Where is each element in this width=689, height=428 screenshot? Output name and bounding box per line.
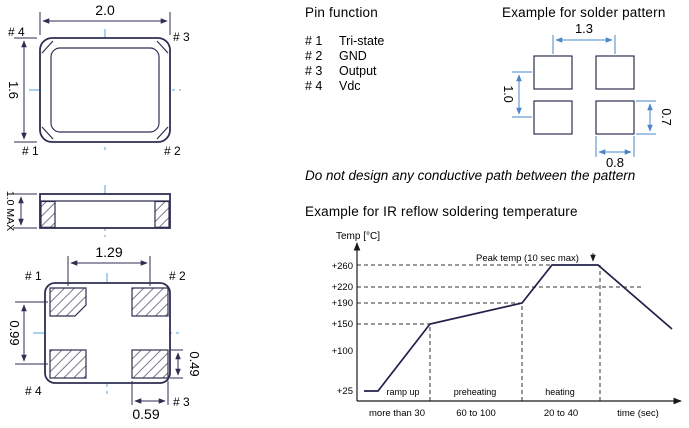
pin-name: GND [339, 49, 367, 63]
land-pad-br [595, 100, 635, 135]
zone-preheating: preheating [454, 387, 497, 397]
dim-width: 2.0 [39, 2, 171, 35]
dim-pad-pitch-y: 0.99 [7, 301, 48, 365]
pad-2 [131, 287, 169, 317]
lid-outline [50, 47, 160, 133]
y-tick-190: +190 [332, 298, 353, 309]
pin-row-3: # 3 Output [305, 64, 384, 79]
pin-name: Tri-state [339, 34, 385, 48]
y-tick-labels: +260 +220 +190 +150 +100 +25 [332, 261, 353, 397]
pin-label-1: # 1 [22, 144, 39, 158]
dim-label-thickness: 1.0 MAX [4, 191, 16, 231]
side-package-outline [39, 193, 171, 229]
pad-label-3: # 3 [173, 395, 190, 409]
x-label-preheat: 60 to 100 [456, 408, 496, 419]
pin-function-title: Pin function [305, 5, 378, 20]
pin-row-2: # 2 GND [305, 49, 384, 64]
zone-ramp-up: ramp up [386, 387, 419, 397]
pad-label-1: # 1 [25, 269, 42, 283]
dim-label-land-pitch-x: 1.3 [575, 21, 593, 36]
top-view-drawing: 2.0 1.6 # 4 # 3 # 1 # 2 [6, 2, 190, 158]
conductive-path-note: Do not design any conductive path betwee… [305, 168, 636, 183]
dim-label-pad-height: 0.49 [187, 351, 202, 376]
temperature-profile-line [364, 264, 673, 392]
pin-row-4: # 4 Vdc [305, 79, 384, 94]
pad-1 [49, 287, 87, 317]
x-axis-labels: more than 30 60 to 100 20 to 40 time (se… [369, 408, 659, 419]
pad-3 [131, 349, 169, 379]
dim-label-pitch-y: 0.99 [7, 320, 22, 345]
dim-label-width: 2.0 [95, 2, 115, 18]
pad-label-2: # 2 [169, 269, 186, 283]
pin-number: # 2 [305, 49, 323, 63]
side-view-drawing: 1.0 MAX [4, 185, 171, 237]
y-tick-220: +220 [332, 282, 353, 293]
dim-label-height: 1.6 [6, 81, 21, 99]
side-terminal-right [154, 200, 170, 228]
zone-heating: heating [545, 387, 575, 397]
solder-pattern-title: Example for solder pattern [502, 5, 666, 20]
pin-function-section: Pin function # 1 Tri-state # 2 GND # 3 O… [305, 5, 384, 94]
dim-land-pitch-y: 1.0 [501, 71, 532, 118]
package-outline [39, 37, 171, 143]
pin-number: # 3 [305, 64, 323, 78]
reflow-title: Example for IR reflow soldering temperat… [305, 204, 578, 219]
pin-label-3: # 3 [173, 30, 190, 44]
y-tick-260: +260 [332, 261, 353, 272]
pin-row-1: # 1 Tri-state [305, 34, 384, 49]
dim-pad-height: 0.49 [170, 349, 202, 379]
land-pad-tr [595, 55, 635, 90]
y-tick-150: +150 [332, 319, 353, 330]
solder-pattern-drawing: 1.3 1.0 0.7 0.8 [501, 21, 673, 170]
land-pad-tl [533, 55, 573, 90]
reflow-chart: Temp [°C] +260 +220 +190 +150 +100 +25 P… [332, 231, 682, 419]
pin-label-2: # 2 [164, 144, 181, 158]
y-axis-title: Temp [°C] [336, 231, 380, 242]
pin-name: Output [339, 64, 377, 78]
y-tick-25: +25 [337, 386, 353, 397]
dim-pad-pitch-x: 1.29 [67, 244, 151, 286]
pin-number: # 4 [305, 79, 323, 93]
gridlines [357, 264, 642, 325]
zone-labels: ramp up preheating heating [386, 387, 574, 397]
dim-label-land-pitch-y: 1.0 [501, 85, 515, 102]
dim-label-pitch-x: 1.29 [95, 244, 122, 260]
dim-thickness: 1.0 MAX [4, 191, 37, 231]
pad-label-4: # 4 [25, 384, 42, 398]
dim-pad-width: 0.59 [131, 381, 169, 422]
pin-label-4: # 4 [8, 25, 25, 39]
bottom-view-drawing: 1.29 0.99 0.49 0.59 # 1 # 2 # 4 # 3 [7, 244, 202, 422]
zone-boundaries [429, 265, 601, 401]
peak-temp-label: Peak temp (10 sec max) [476, 253, 579, 264]
dim-label-land-width: 0.8 [606, 155, 624, 170]
dim-label-land-height: 0.7 [659, 108, 673, 125]
x-label-heating: 20 to 40 [544, 408, 578, 419]
dim-land-width: 0.8 [595, 136, 635, 170]
y-tick-100: +100 [332, 346, 353, 357]
pad-4 [49, 349, 87, 379]
side-terminal-left [40, 200, 56, 228]
dim-land-height: 0.7 [636, 100, 673, 135]
pin-name: Vdc [339, 79, 361, 93]
dim-height: 1.6 [6, 37, 37, 143]
x-label-ramp: more than 30 [369, 408, 425, 419]
pin-number: # 1 [305, 34, 323, 48]
x-label-time: time (sec) [617, 408, 659, 419]
dim-label-pad-width: 0.59 [132, 406, 159, 422]
land-pad-bl [533, 100, 573, 135]
dim-land-pitch-x: 1.3 [552, 21, 616, 54]
corner-castellations [41, 40, 169, 140]
